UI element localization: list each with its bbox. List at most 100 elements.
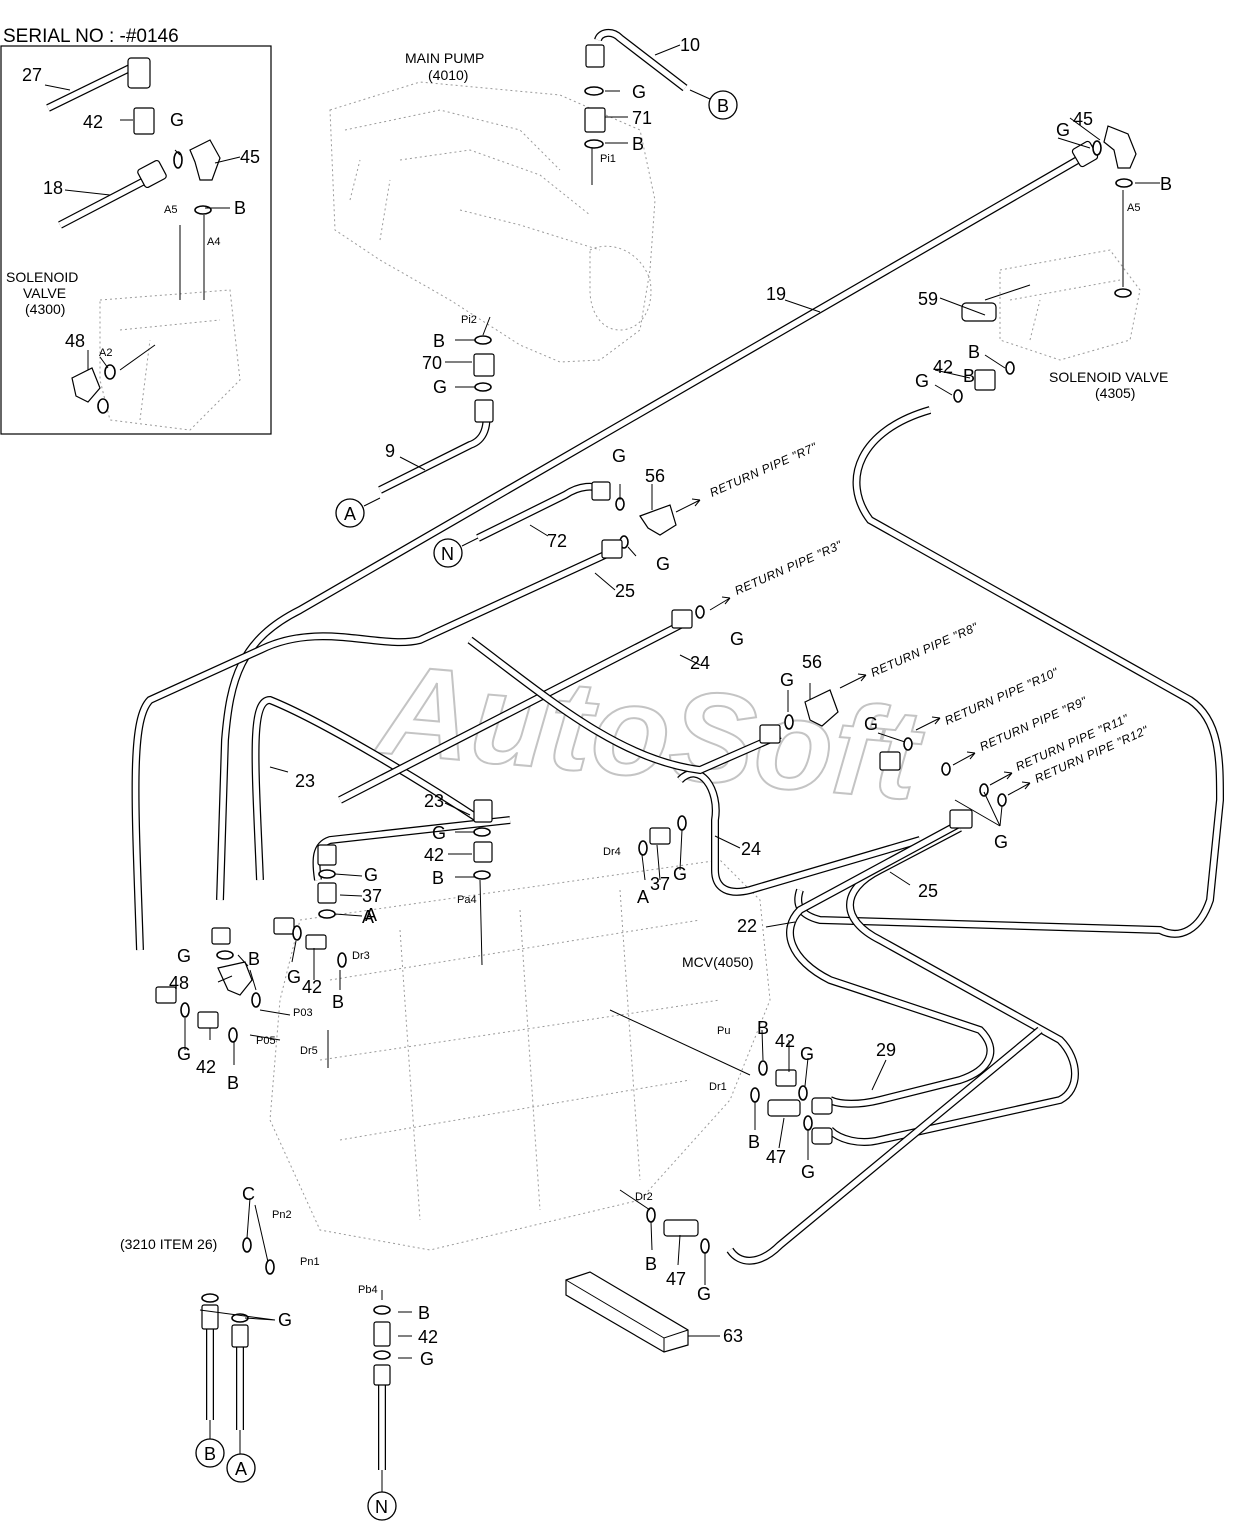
seal-label: G xyxy=(287,967,301,987)
part-label: 70 xyxy=(422,353,442,373)
part-label: 42 xyxy=(424,845,444,865)
seal-labels: G B B G B B G G G G G G B G A A G G G B … xyxy=(170,82,1172,1369)
part-label: 25 xyxy=(918,881,938,901)
part-label: 72 xyxy=(547,531,567,551)
part-label: 22 xyxy=(737,916,757,936)
part-label: 9 xyxy=(385,441,395,461)
part-label: 47 xyxy=(666,1269,686,1289)
part-label: 63 xyxy=(723,1326,743,1346)
port-a4: A4 xyxy=(207,236,220,248)
part-label: 42 xyxy=(302,977,322,997)
part-label: 37 xyxy=(362,886,382,906)
part-label: 37 xyxy=(650,874,670,894)
leader-lines xyxy=(44,44,1160,1359)
solenoid-valve-4305-label: SOLENOID VALVE xyxy=(1049,369,1168,385)
hoses xyxy=(131,29,1225,1470)
port-labels: Pi1 Pi2 A5 A4 A2 A5 Pa4 Dr4 Dr3 P03 P05 … xyxy=(99,153,1140,1296)
port-dr5: Dr5 xyxy=(300,1045,318,1057)
seal-label: G xyxy=(364,865,378,885)
seal-label: B xyxy=(433,331,445,351)
seal-label: G xyxy=(177,946,191,966)
seal-label: A xyxy=(362,907,374,927)
port-a5: A5 xyxy=(1127,202,1140,214)
port-pn1: Pn1 xyxy=(300,1256,320,1268)
background-components xyxy=(99,81,1141,1251)
main-pump-outline xyxy=(329,81,656,363)
mcv-detail xyxy=(319,889,721,1221)
seal-label: G xyxy=(730,629,744,649)
seal-label: A xyxy=(365,905,377,925)
port-pi2: Pi2 xyxy=(461,314,477,326)
part-label: 45 xyxy=(1073,109,1093,129)
seal-label: B xyxy=(234,198,246,218)
inset-frame xyxy=(0,45,272,435)
part-label: 42 xyxy=(933,357,953,377)
part-label: 48 xyxy=(169,973,189,993)
port-a5-inset: A5 xyxy=(164,204,177,216)
seal-label: B xyxy=(963,366,975,386)
connector-a-left-label: A xyxy=(344,504,356,524)
part-label: 25 xyxy=(615,581,635,601)
seal-label: G xyxy=(801,1162,815,1182)
part-label: 42 xyxy=(83,112,103,132)
part-label: 59 xyxy=(918,289,938,309)
part-label: 10 xyxy=(680,35,700,55)
port-pa4: Pa4 xyxy=(457,894,477,906)
part-label: 45 xyxy=(240,147,260,167)
port-pu: Pu xyxy=(717,1025,730,1037)
seal-label: B xyxy=(757,1018,769,1038)
seal-label: C xyxy=(242,1184,255,1204)
connector-n-bottom-label: N xyxy=(375,1497,388,1517)
port-pn2: Pn2 xyxy=(272,1209,292,1221)
connectors: B A N B A N xyxy=(195,89,738,1521)
seal-label: B xyxy=(227,1073,239,1093)
part-label: 23 xyxy=(424,791,444,811)
main-pump-label: MAIN PUMP xyxy=(405,50,484,66)
inset-panel: SERIAL NO : -#0146 xyxy=(0,26,272,435)
seal-label: G xyxy=(432,823,446,843)
connector-b-top-label: B xyxy=(717,96,729,116)
inset-elbow-48 xyxy=(71,367,101,403)
connector-a-bottom xyxy=(226,1453,256,1483)
port-p05: P05 xyxy=(256,1035,276,1047)
part-label: 42 xyxy=(418,1327,438,1347)
seal-label: G xyxy=(800,1044,814,1064)
solenoid-valve-4305-outline xyxy=(999,249,1141,361)
seal-label: B xyxy=(748,1132,760,1152)
seal-label: G xyxy=(994,832,1008,852)
part-label: 27 xyxy=(22,65,42,85)
seal-label: G xyxy=(632,82,646,102)
part-label: 23 xyxy=(295,771,315,791)
main-pump-code: (4010) xyxy=(428,67,468,83)
part-label: 56 xyxy=(802,652,822,672)
seal-label: G xyxy=(864,714,878,734)
part-label: 24 xyxy=(741,839,761,859)
part-label: 18 xyxy=(43,178,63,198)
solenoid-valve-4300-outline xyxy=(99,289,241,431)
return-pipe-r3: RETURN PIPE "R3" xyxy=(733,538,845,598)
solenoid-valve-4300-label: SOLENOID xyxy=(6,269,78,285)
seal-label: G xyxy=(433,377,447,397)
seal-label: B xyxy=(248,949,260,969)
part-label: 56 xyxy=(645,466,665,486)
port-a2-inset: A2 xyxy=(99,347,112,359)
return-arrows xyxy=(675,498,1031,796)
fittings xyxy=(155,44,1137,1386)
connector-b-top xyxy=(708,90,738,120)
solenoid-valve-4300-label2: VALVE xyxy=(23,285,66,301)
solenoid-valve-4300-code: (4300) xyxy=(25,301,65,317)
port-dr4: Dr4 xyxy=(603,846,621,858)
return-pipe-r8: RETURN PIPE "R8" xyxy=(869,620,981,680)
seal-label: G xyxy=(915,371,929,391)
ref-3210-label: (3210 ITEM 26) xyxy=(120,1236,217,1252)
seal-label: A xyxy=(637,887,649,907)
seal-label: G xyxy=(278,1310,292,1330)
part-label: 47 xyxy=(766,1147,786,1167)
seal-label: B xyxy=(1160,174,1172,194)
port-pb4: Pb4 xyxy=(358,1284,378,1296)
seal-label: G xyxy=(697,1284,711,1304)
port-dr1: Dr1 xyxy=(709,1081,727,1093)
connector-b-bottom-label: B xyxy=(204,1444,216,1464)
seal-label: B xyxy=(968,342,980,362)
